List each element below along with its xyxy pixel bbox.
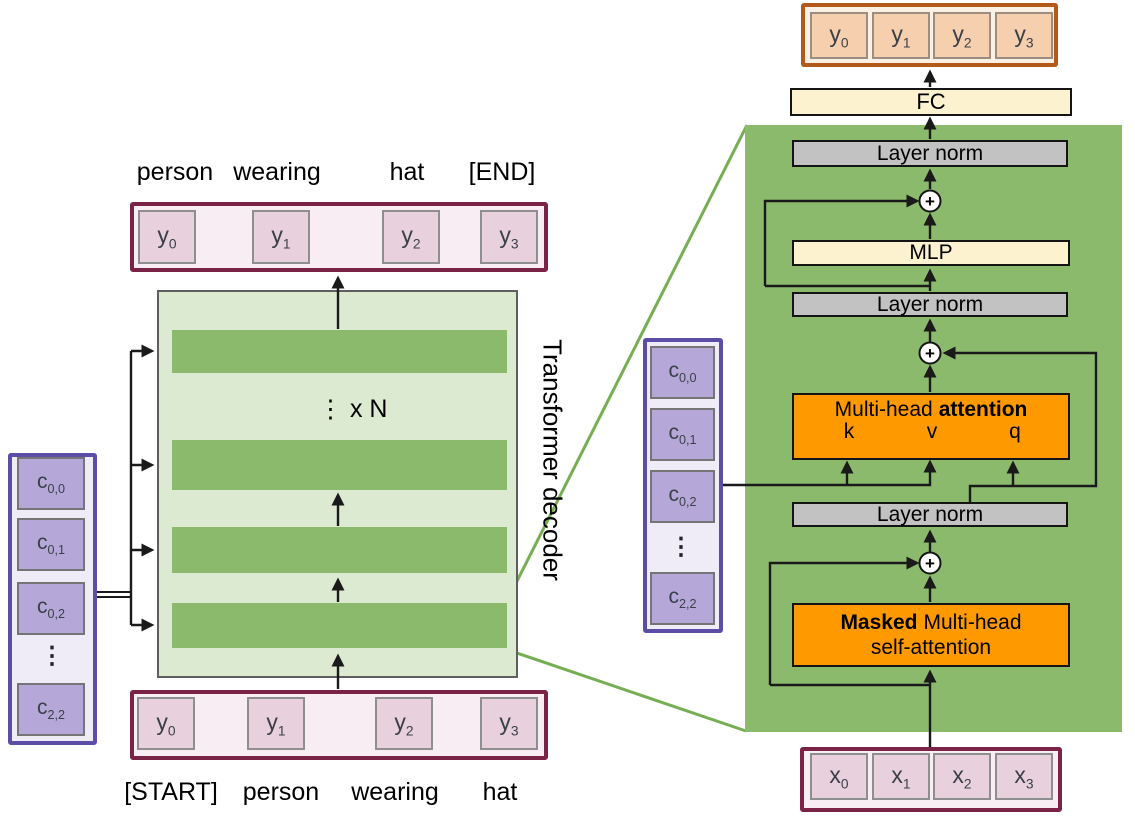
input-token-x3: x3 xyxy=(995,753,1053,800)
mha-label-bold: attention xyxy=(938,398,1028,421)
masked-label-line2: self-attention xyxy=(870,636,992,659)
zoom-line-bottom xyxy=(504,647,747,733)
output-token-y0: y0 xyxy=(810,12,868,59)
mha-label-regular: Multi-head xyxy=(834,398,933,421)
decoder-output-row xyxy=(130,202,548,272)
input-token-x0: x0 xyxy=(810,753,868,800)
mlp-block: MLP xyxy=(792,240,1070,266)
v-label: v xyxy=(926,420,938,443)
plus-circles: + + + xyxy=(918,189,942,575)
plus-sign: + xyxy=(925,344,935,363)
decoder-layer-bar xyxy=(172,440,507,490)
output-token-y1: y1 xyxy=(872,12,930,59)
context-c02-mid: c0,2 xyxy=(650,470,715,523)
masked-label-regular: Multi-head xyxy=(923,610,1022,634)
residual-mlp xyxy=(763,194,920,286)
context-c01-left: c0,1 xyxy=(17,518,85,571)
context-kv-feed xyxy=(722,459,937,487)
left-diagram-wires xyxy=(95,275,345,689)
decoder-layer-bar xyxy=(172,603,507,648)
decoder-output-y3: y3 xyxy=(480,210,538,264)
context-c02-left: c0,2 xyxy=(17,582,85,635)
plus-circle-mid xyxy=(918,341,942,365)
input-word-hat: hat xyxy=(482,778,518,806)
residual-attention-q-path xyxy=(942,346,1098,503)
decoder-output-y0: y0 xyxy=(138,210,196,264)
decoder-layer-bar xyxy=(172,527,507,573)
input-token-x2: x2 xyxy=(933,753,991,800)
output-token-y2: y2 xyxy=(933,12,991,59)
input-token-x1: x1 xyxy=(872,753,930,800)
input-word-wearing: wearing xyxy=(351,778,439,806)
layer-norm-top-block: Layer norm xyxy=(792,140,1068,167)
repeat-xn-label: ⋮ x N xyxy=(318,395,388,423)
masked-label-bold: Masked xyxy=(840,610,918,634)
zoom-line-top xyxy=(505,124,749,602)
decoder-input-y0: y0 xyxy=(137,697,195,750)
plus-sign: + xyxy=(925,192,935,211)
output-word-wearing: wearing xyxy=(233,158,321,186)
decoder-input-y1: y1 xyxy=(247,697,305,750)
context-ellipsis-left: ⋮ xyxy=(40,642,64,670)
layer-norm-mid-block: Layer norm xyxy=(792,292,1068,317)
plus-sign: + xyxy=(925,554,935,573)
context-c22-left: c2,2 xyxy=(17,683,85,736)
kvq-labels: k v q xyxy=(794,420,1068,448)
k-label: k xyxy=(843,420,855,443)
output-word-end: [END] xyxy=(468,158,536,186)
plus-circle-bottom xyxy=(918,551,942,575)
decoder-input-row xyxy=(130,690,548,760)
output-word-person: person xyxy=(136,158,214,186)
decoder-input-y2: y2 xyxy=(375,697,433,750)
right-panel-wires xyxy=(722,69,1098,747)
context-c01-mid: c0,1 xyxy=(650,408,715,461)
plus-circle-top xyxy=(918,189,942,213)
input-word-start: [START] xyxy=(124,778,218,806)
input-word-person: person xyxy=(242,778,320,806)
decoder-output-y2: y2 xyxy=(382,210,440,264)
transformer-decoder-label: Transformer decoder xyxy=(537,339,568,581)
fc-block: FC xyxy=(790,88,1072,116)
output-word-hat: hat xyxy=(389,158,425,186)
context-ellipsis-mid: ⋮ xyxy=(669,533,693,561)
q-label: q xyxy=(1009,420,1021,443)
context-c22-mid: c2,2 xyxy=(650,572,715,625)
decoder-input-y3: y3 xyxy=(480,697,538,750)
context-c00-mid: c0,0 xyxy=(650,346,715,399)
decoder-output-y1: y1 xyxy=(252,210,310,264)
decoder-layer-bar xyxy=(172,330,507,373)
layer-norm-bottom-block: Layer norm xyxy=(792,502,1068,527)
output-token-y3: y3 xyxy=(995,12,1053,59)
residual-self-attention xyxy=(768,556,920,685)
context-c00-left: c0,0 xyxy=(17,457,85,510)
